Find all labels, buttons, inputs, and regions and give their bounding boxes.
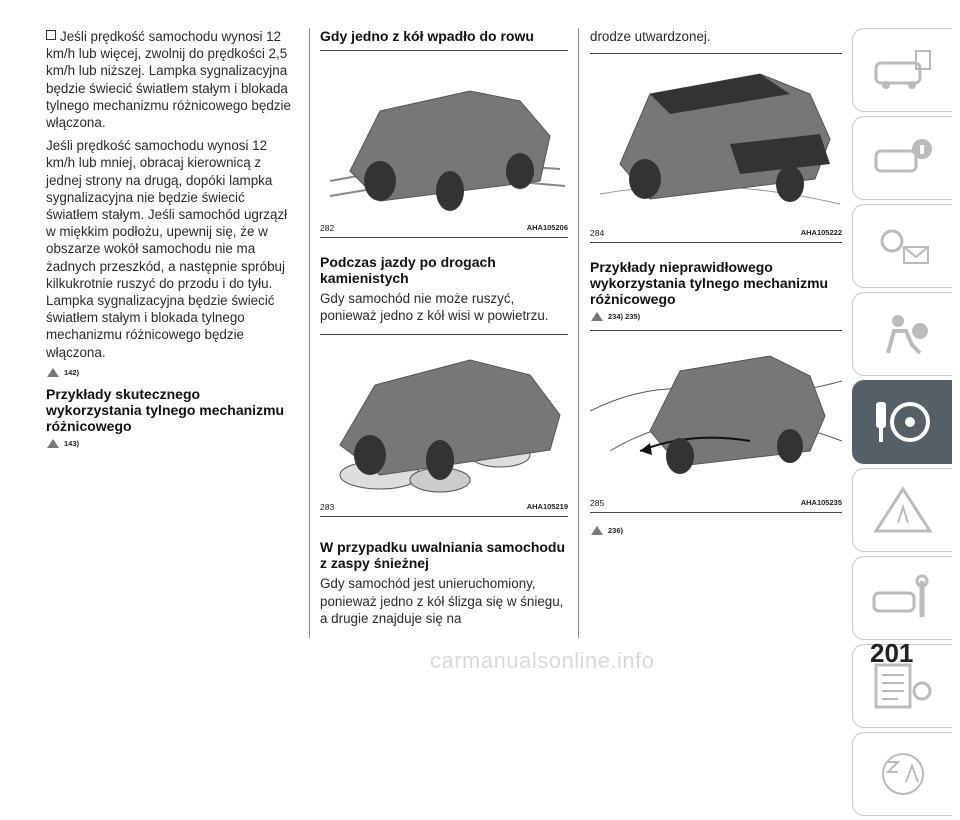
section-heading: Podczas jazdy po drogach kamienistych [320, 254, 496, 286]
paragraph: drodze utwardzonej. [590, 29, 711, 44]
airbag-icon [885, 315, 928, 355]
figure-caption: 284 AHA105222 [590, 226, 842, 244]
steering-key-icon [875, 402, 930, 442]
warning-triangle-icon [47, 367, 59, 377]
figure-caption: 283 AHA105219 [320, 500, 568, 518]
figure-282 [320, 50, 568, 221]
page-number: 201 [870, 638, 914, 668]
warning-ref: 143) [46, 438, 298, 449]
paragraph: Gdy samochód jest unieruchomiony, poniew… [320, 576, 564, 626]
car-on-curve-illustration [590, 355, 842, 475]
alphabet-index-icon [881, 753, 924, 795]
paragraph: Jeśli prędkość samochodu wynosi 12 km/h … [46, 29, 291, 131]
paragraph: Gdy samochód nie może ruszyć, ponieważ j… [320, 291, 549, 324]
figure-283 [320, 334, 568, 500]
warning-ref: 236) [590, 525, 842, 536]
figure-284 [590, 53, 842, 226]
warning-triangle-icon [47, 438, 59, 448]
car-wrench-icon [872, 574, 928, 617]
sidebar-item-steering-key[interactable] [852, 380, 952, 464]
warning-lights-icon [880, 229, 929, 264]
sidebar-item-warning-lights[interactable] [852, 204, 952, 288]
sidebar-item-alphabet-index[interactable] [852, 732, 952, 816]
warning-triangle-icon [591, 526, 603, 536]
column-divider [578, 28, 579, 638]
car-on-rocks-illustration [339, 359, 561, 493]
warning-ref: 142) [46, 367, 298, 378]
figure-285 [590, 330, 842, 496]
column-divider [309, 28, 310, 638]
road-warning-icon [872, 486, 933, 533]
figure-caption: 285 AHA105235 [590, 496, 842, 514]
checkbox-bullet-icon [46, 30, 56, 40]
paragraph: Jeśli prędkość samochodu wynosi 12 km/h … [46, 138, 288, 360]
car-in-snow-illustration [599, 73, 841, 205]
sidebar-item-car-wrench[interactable] [852, 556, 952, 640]
warning-ref: 234) 235) [590, 311, 842, 322]
car-info-icon [874, 50, 931, 89]
chapter-sidebar [852, 28, 952, 820]
car-in-ditch-illustration [329, 90, 566, 211]
sidebar-item-road-warning[interactable] [852, 468, 952, 552]
column-3: drodze utwardzonej. 284 AHA105222 Przykł… [590, 28, 842, 544]
section-heading: W przypadku uwalniania samochodu z zaspy… [320, 539, 566, 572]
section-heading: Przykłady nieprawidłowego wykorzystania … [590, 259, 829, 308]
section-heading: Gdy jedno z kół wpadło do rowu [320, 28, 534, 44]
warning-triangle-icon [591, 312, 603, 322]
car-i-icon [874, 139, 932, 173]
column-2: Gdy jedno z kół wpadło do rowu 282 AHA10… [320, 28, 568, 633]
watermark: carmanualsonline.info [430, 648, 655, 673]
column-1: Jeśli prędkość samochodu wynosi 12 km/h … [46, 28, 298, 457]
section-heading: Przykłady skutecznego wykorzystania tyln… [46, 385, 285, 434]
sidebar-item-car-i[interactable] [852, 116, 952, 200]
figure-caption: 282 AHA105206 [320, 221, 568, 238]
sidebar-item-car-info[interactable] [852, 28, 952, 112]
sidebar-item-airbag[interactable] [852, 292, 952, 376]
